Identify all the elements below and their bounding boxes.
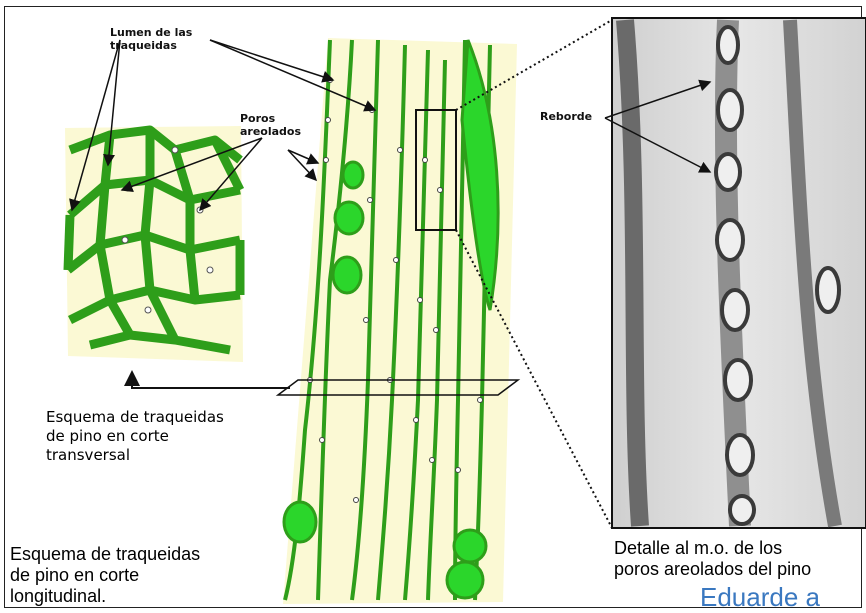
caption-longitudinal: Esquema de traqueidas de pino en corte l… — [10, 544, 200, 607]
micrograph — [612, 18, 866, 528]
label-poros: Poros areolados — [240, 112, 301, 138]
label-lumen: Lumen de las traqueidas — [110, 26, 192, 52]
footer-text: Eduarde a — [700, 582, 820, 613]
label-reborde: Reborde — [540, 110, 592, 123]
longitudinal-section — [283, 38, 517, 604]
plane-arrow — [132, 372, 290, 388]
transverse-section — [65, 126, 243, 362]
caption-transversal: Esquema de traqueidas de pino en corte t… — [46, 408, 224, 465]
caption-micrograph: Detalle al m.o. de los poros areolados d… — [614, 538, 811, 580]
